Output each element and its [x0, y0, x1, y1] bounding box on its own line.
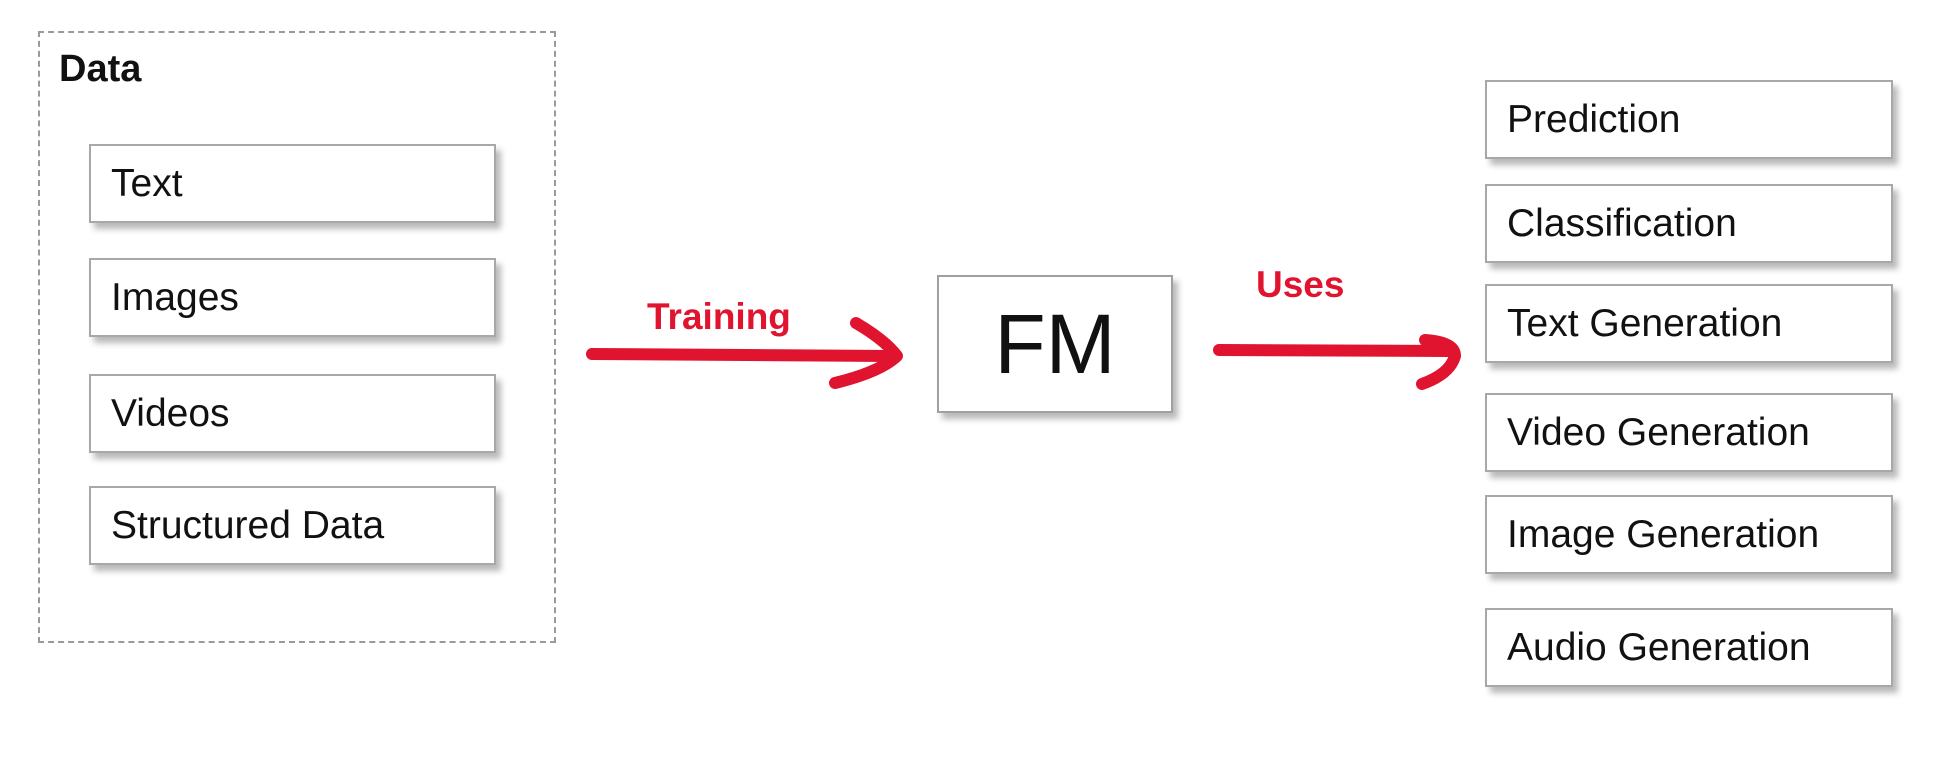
- data-item-videos: Videos: [89, 374, 496, 453]
- use-video-generation: Video Generation: [1485, 393, 1893, 472]
- foundation-model-box: FM: [937, 275, 1173, 413]
- data-item-images: Images: [89, 258, 496, 337]
- use-prediction: Prediction: [1485, 80, 1893, 159]
- uses-label: Uses: [1256, 264, 1345, 305]
- uses-arrow: [1213, 334, 1461, 390]
- use-text-generation: Text Generation: [1485, 284, 1893, 363]
- use-classification: Classification: [1485, 184, 1893, 263]
- training-arrow: [586, 317, 903, 389]
- training-label: Training: [647, 296, 791, 337]
- data-group-container: [38, 31, 556, 643]
- data-item-text: Text: [89, 144, 496, 223]
- data-item-structured-data: Structured Data: [89, 486, 496, 565]
- use-image-generation: Image Generation: [1485, 495, 1893, 574]
- use-audio-generation: Audio Generation: [1485, 608, 1893, 687]
- data-group-title: Data: [59, 48, 142, 90]
